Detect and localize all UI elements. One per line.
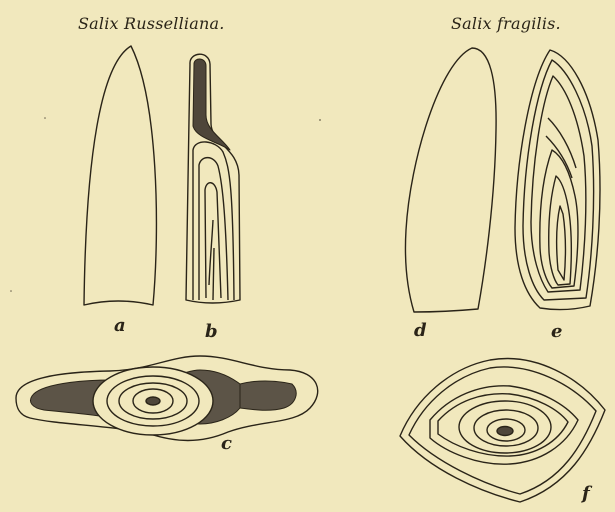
figure-label-c: c [221,433,232,454]
figure-a-bud-outline [84,46,156,305]
figure-label-d: d [414,320,427,341]
figure-c-transverse-section [16,356,318,441]
figure-b-longitudinal-section [186,54,240,303]
figure-label-b: b [205,321,218,342]
figure-f-transverse-section [400,359,605,502]
figure-label-a: a [114,315,126,336]
figure-label-f: f [582,483,590,504]
paper-specks [10,117,321,292]
figure-d-bud-outline [405,48,496,312]
figure-label-e: e [551,321,562,342]
figure-e-longitudinal-section [515,50,600,310]
